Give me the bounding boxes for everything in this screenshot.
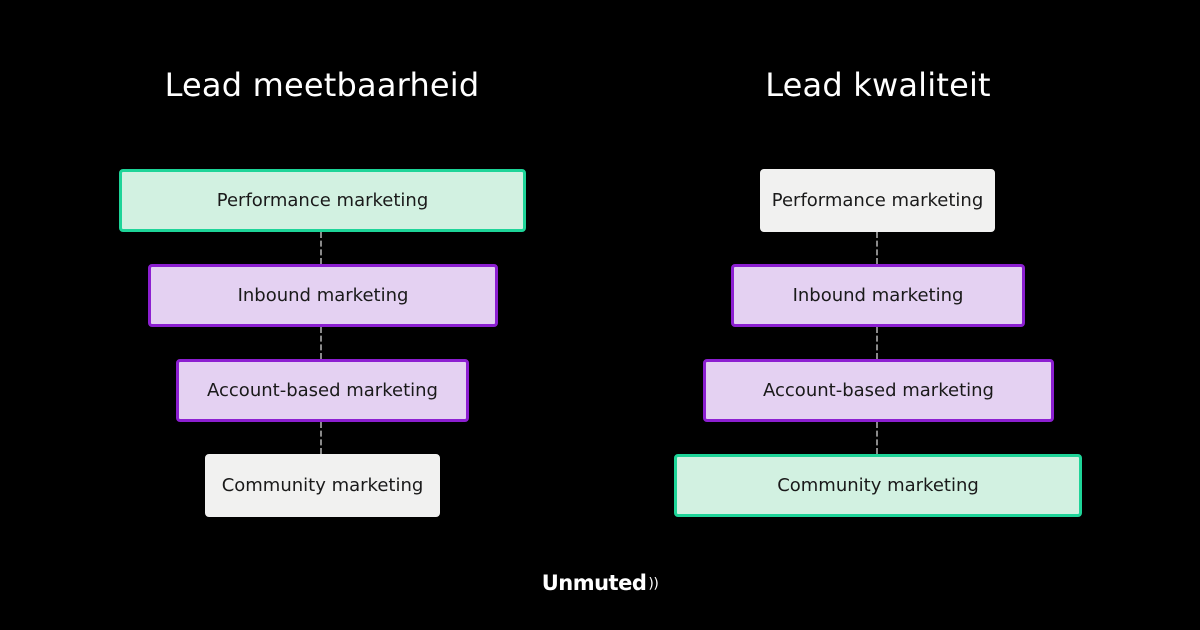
right-box-performance-marketing: Performance marketing	[760, 169, 995, 232]
left-connector-1	[320, 232, 322, 264]
left-connector-3	[320, 422, 322, 454]
right-box-account-based-marketing: Account-based marketing	[703, 359, 1054, 422]
left-box-inbound-marketing: Inbound marketing	[148, 264, 498, 327]
right-column-title: Lead kwaliteit	[765, 66, 991, 104]
right-box-community-marketing: Community marketing	[674, 454, 1082, 517]
left-box-community-marketing: Community marketing	[205, 454, 440, 517]
brand-logo: Unmuted))	[0, 571, 1200, 595]
right-connector-2	[876, 327, 878, 359]
left-column-title: Lead meetbaarheid	[164, 66, 480, 104]
left-box-account-based-marketing: Account-based marketing	[176, 359, 469, 422]
right-box-inbound-marketing: Inbound marketing	[731, 264, 1025, 327]
left-box-performance-marketing: Performance marketing	[119, 169, 526, 232]
left-connector-2	[320, 327, 322, 359]
sound-wave-icon: ))	[648, 576, 659, 592]
right-connector-1	[876, 232, 878, 264]
brand-name: Unmuted	[541, 571, 647, 595]
right-connector-3	[876, 422, 878, 454]
